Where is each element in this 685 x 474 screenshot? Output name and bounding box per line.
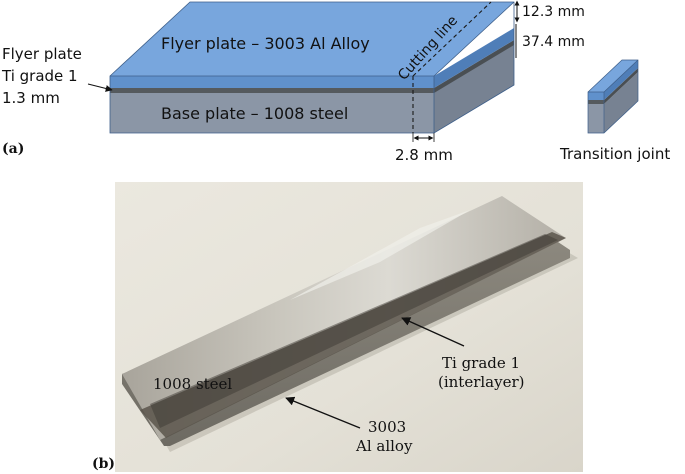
al-leader-arrow (285, 396, 361, 429)
interlayer-label: Ti grade 1 (1, 67, 78, 85)
ti-label-line2: (interlayer) (438, 373, 525, 391)
ti-label-line1: Ti grade 1 (442, 354, 520, 372)
panel-a: Flyer plate – 3003 Al Alloy Base plate –… (1, 0, 670, 164)
al-front-face (110, 76, 434, 88)
ti-interlayer-front (110, 88, 434, 93)
dim-bottom-label: 37.4 mm (522, 34, 585, 50)
panel-b-label: (b) (92, 456, 115, 472)
steel-side-face (434, 44, 514, 133)
interlayer-thickness-label: 1.3 mm (2, 89, 60, 107)
transition-joint-label: Transition joint (559, 145, 670, 163)
ti-leader-arrow (401, 317, 465, 347)
panel-a-label: (a) (2, 141, 24, 157)
flyer-plate-label: Flyer plate (2, 45, 82, 63)
bottom-layer-label: Base plate – 1008 steel (161, 104, 348, 123)
steel-front-face (110, 92, 434, 133)
transition-joint-illustration (587, 59, 639, 134)
cutting-line (412, 1, 492, 77)
ti-interlayer-side (434, 40, 514, 93)
steel-label: 1008 steel (153, 375, 232, 393)
panel-b: 1008 steel Ti grade 1 (interlayer) 3003 … (92, 182, 583, 472)
al-label-line1: 3003 (368, 418, 406, 436)
al-label-line2: Al alloy (355, 437, 413, 455)
al-side-face (434, 28, 514, 88)
interlayer-leader-arrow (87, 83, 113, 92)
top-layer-label: Flyer plate – 3003 Al Alloy (161, 34, 370, 53)
dim-width-label: 2.8 mm (395, 146, 453, 164)
al-top-face (110, 2, 514, 76)
dim-top-label: 12.3 mm (522, 4, 585, 20)
